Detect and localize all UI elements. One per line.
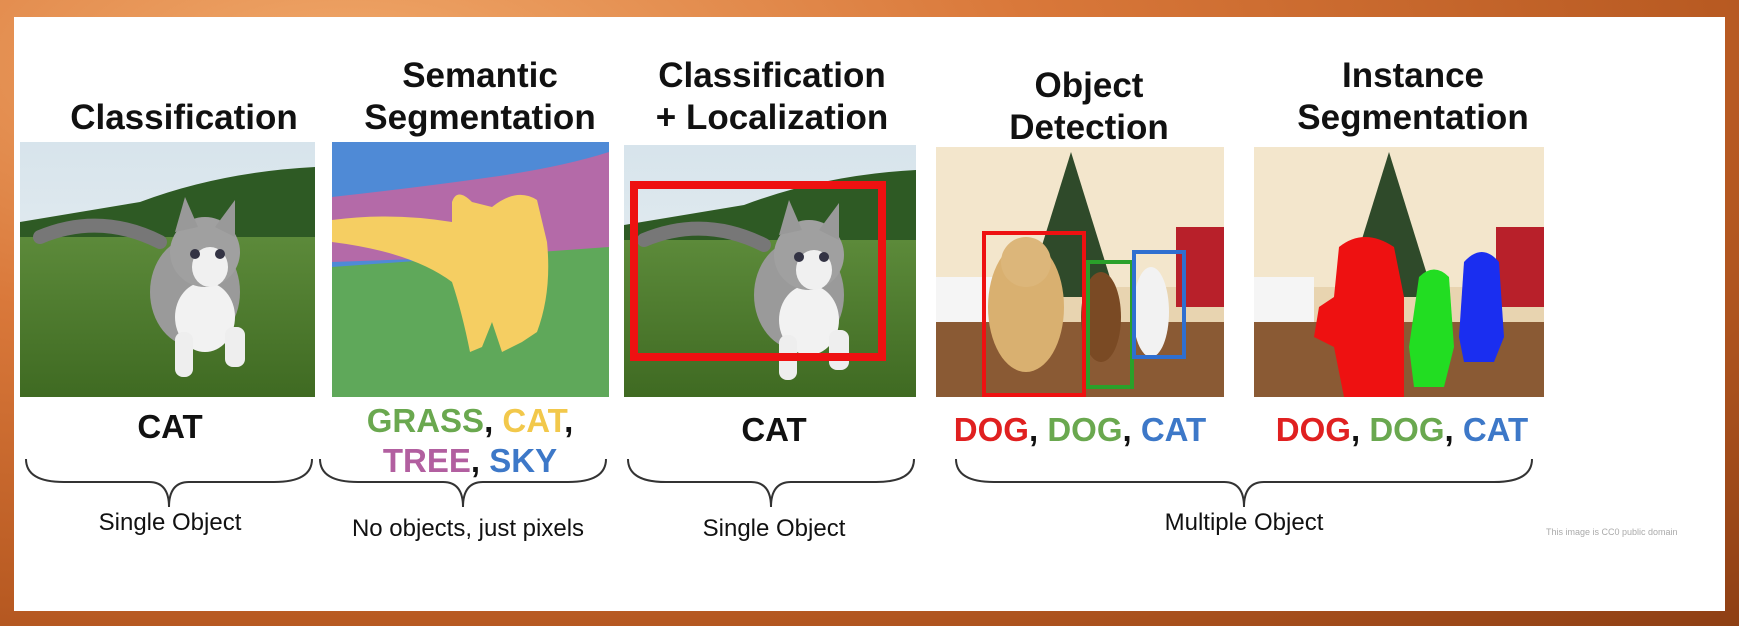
semantic-line2-part-2: SKY bbox=[489, 442, 558, 479]
title-classification: Classification bbox=[70, 98, 298, 137]
object-detection-photo bbox=[936, 147, 1224, 397]
semantic-segmentation-map bbox=[332, 142, 609, 397]
subtitle-classification: Single Object bbox=[98, 509, 242, 536]
object-detection-part-0: DOG bbox=[953, 411, 1029, 448]
cat-photo bbox=[20, 142, 315, 397]
instance-segmentation-part-2: DOG bbox=[1369, 411, 1445, 448]
object-detection-part-4: CAT bbox=[1140, 411, 1207, 448]
title-semantic-segmentation: Semantic Segmentation bbox=[364, 56, 596, 137]
image-credit: This image is CC0 public domain bbox=[1546, 527, 1678, 537]
bounding-box bbox=[630, 181, 886, 361]
instance-segmentation-part-4: CAT bbox=[1462, 411, 1529, 448]
object-detection-part-2: DOG bbox=[1047, 411, 1123, 448]
semantic-line1-part-2: CAT bbox=[502, 402, 565, 439]
subtitle-semantic: No objects, just pixels bbox=[351, 515, 585, 542]
label-semantic-line1: GRASS, CAT, bbox=[320, 401, 620, 441]
semantic-line1-part-1: , bbox=[484, 402, 503, 439]
semantic-line2-part-1: , bbox=[470, 442, 490, 479]
label-instance-segmentation: DOG, DOG, CAT bbox=[1252, 410, 1552, 450]
brace-semantic bbox=[319, 458, 607, 508]
instance-segmentation-part-3: , bbox=[1444, 411, 1463, 448]
instance-segmentation-photo bbox=[1254, 147, 1544, 397]
brace-localization bbox=[627, 458, 915, 508]
label-semantic-line2: TREE, SKY bbox=[320, 441, 620, 481]
object-detection-part-1: , bbox=[1028, 411, 1048, 448]
semantic-line2-part-0: TREE bbox=[382, 442, 471, 479]
label-semantic-segmentation: GRASS, CAT, TREE, SKY bbox=[320, 401, 620, 481]
subtitle-localization: Single Object bbox=[702, 515, 846, 542]
cat-photo-localized bbox=[624, 145, 916, 397]
semantic-line1-part-0: GRASS bbox=[366, 402, 485, 439]
object-detection-part-3: , bbox=[1122, 411, 1141, 448]
semantic-line1-part-3: , bbox=[564, 402, 574, 439]
title-instance-segmentation: Instance Segmentation bbox=[1297, 56, 1529, 137]
figure-panel: Classification Semantic Segmentation Cla… bbox=[14, 17, 1725, 611]
instance-segmentation-part-0: DOG bbox=[1275, 411, 1351, 448]
label-classification-localization: CAT bbox=[741, 411, 807, 448]
title-classification-localization: Classification + Localization bbox=[655, 56, 889, 137]
label-classification: CAT bbox=[137, 408, 203, 445]
label-object-detection: DOG, DOG, CAT bbox=[930, 410, 1230, 450]
brace-classification bbox=[25, 458, 313, 508]
subtitle-multiple: Multiple Object bbox=[1164, 509, 1324, 536]
title-object-detection: Object Detection bbox=[1009, 66, 1169, 147]
brace-multiple bbox=[955, 458, 1533, 508]
instance-segmentation-part-1: , bbox=[1350, 411, 1370, 448]
